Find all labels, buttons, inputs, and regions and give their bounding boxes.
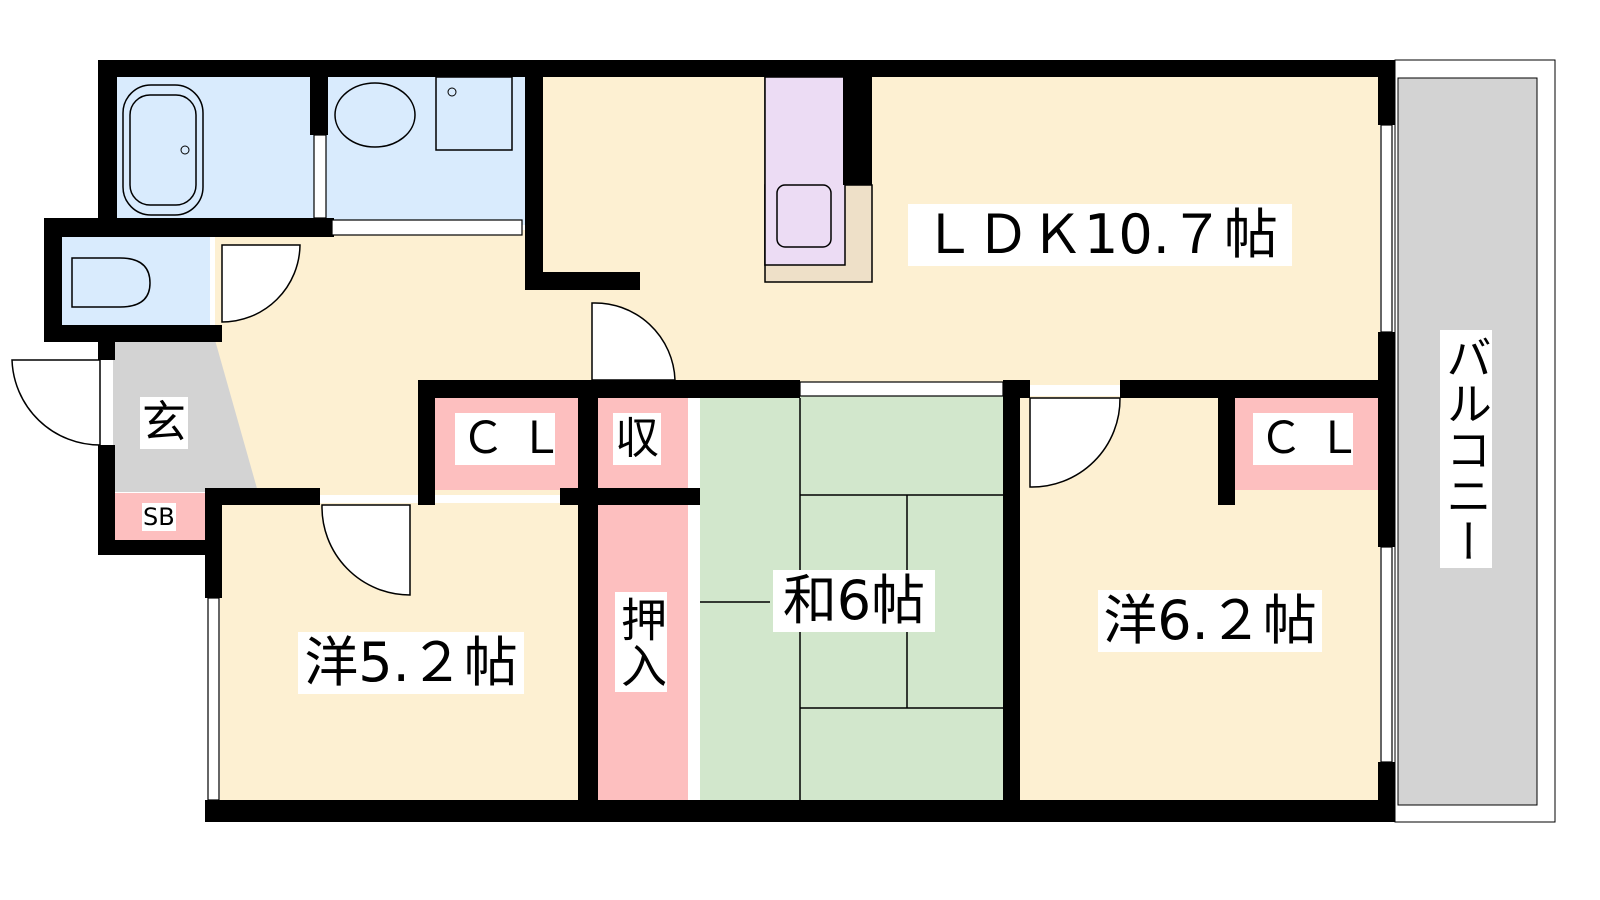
room-label-japanese: 和6帖 — [773, 570, 935, 632]
room-label-western-b: 洋6.２帖 — [1098, 590, 1322, 652]
sink-icon — [776, 184, 832, 248]
toilet — [60, 235, 210, 330]
bathtub-icon — [122, 84, 204, 216]
room-label-closet-a: ＣＬ — [455, 413, 563, 465]
toilet-icon — [71, 257, 151, 308]
room-label-oshiire: 押入 — [614, 592, 668, 692]
front-door[interactable] — [11, 359, 101, 446]
room-label-shoe-box: SB — [142, 503, 176, 531]
ldk-door[interactable] — [591, 302, 676, 381]
bath — [115, 75, 315, 225]
toilet-door[interactable] — [221, 244, 301, 323]
room-label-ldk: ＬＤＫ10.７帖 — [908, 204, 1292, 266]
western-b-door[interactable] — [1029, 397, 1121, 488]
washbasin-icon — [334, 82, 416, 148]
room-label-storage: 収 — [613, 413, 661, 465]
room-label-balcony: バルコニー — [1439, 330, 1493, 568]
room-label-entrance: 玄 — [140, 397, 188, 449]
room-label-closet-b: ＣＬ — [1253, 413, 1361, 465]
room-label-western-a: 洋5.２帖 — [298, 632, 524, 694]
western-a-door[interactable] — [321, 504, 411, 596]
